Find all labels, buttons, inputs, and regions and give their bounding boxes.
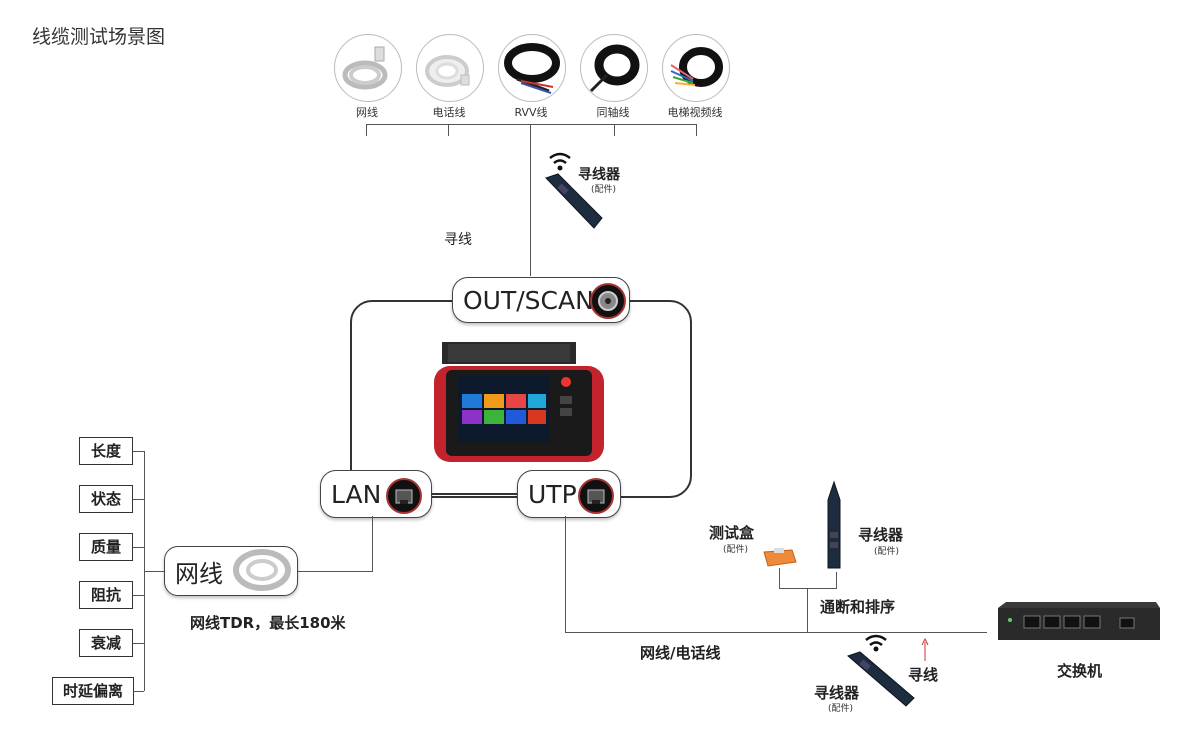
- tracer-icon: [847, 634, 915, 707]
- tdr-item-delay-skew: 时延偏离: [52, 677, 134, 705]
- cable-label-network: 网线: [356, 106, 378, 119]
- tdr-tick: [133, 547, 144, 548]
- lan-to-cable-line: [296, 571, 373, 572]
- cable-label-phone: 电话线: [432, 106, 466, 119]
- bracket-tick: [614, 124, 615, 136]
- tdr-tick: [133, 643, 144, 644]
- tracer-icon: [545, 152, 603, 229]
- continuity-bracket: [807, 588, 808, 632]
- test-box-icon: [763, 548, 797, 567]
- bracket-tick: [696, 124, 697, 136]
- rj45-port-icon: [386, 478, 422, 514]
- bottom-tracer-name: 寻线器: [814, 684, 860, 702]
- rj45-port-icon: [578, 478, 614, 514]
- cable-icon-elevator: [662, 34, 730, 102]
- test-box-name: 测试盒: [709, 524, 755, 542]
- utp-down-line: [565, 516, 566, 632]
- cable-bracket: [366, 124, 696, 125]
- cable-icon-coax: [580, 34, 648, 102]
- continuity-label: 通断和排序: [820, 598, 896, 616]
- tdr-caption: 网线TDR，最长180米: [190, 614, 346, 632]
- diagram-title: 线缆测试场景图: [32, 26, 166, 48]
- tdr-item-quality: 质量: [79, 533, 133, 561]
- tdr-tick: [133, 451, 144, 452]
- right-tracer-note: (配件): [874, 547, 900, 557]
- lan-down-line: [372, 516, 373, 572]
- cable-icon-rvv: [498, 34, 566, 102]
- tracer-icon: [827, 480, 841, 569]
- continuity-bracket: [779, 588, 837, 589]
- search-label-top: 寻线: [444, 232, 472, 248]
- tdr-item-status: 状态: [79, 485, 133, 513]
- tdr-tick: [133, 499, 144, 500]
- tdr-item-attenuation: 衰减: [79, 629, 133, 657]
- arrow-up-icon: [921, 638, 929, 661]
- search-line-vertical: [530, 124, 531, 276]
- cable-coil-icon: [233, 549, 291, 591]
- out-scan-label: OUT/SCAN: [463, 285, 594, 315]
- search-label-bottom: 寻线: [908, 666, 939, 684]
- utp-label: UTP: [528, 479, 577, 509]
- bracket-tick: [366, 124, 367, 136]
- cable-label-elevator: 电梯视频线: [667, 106, 723, 119]
- cable-label-rvv: RVV线: [514, 106, 548, 119]
- utp-to-switch-line: [565, 632, 987, 633]
- right-tracer-name: 寻线器: [858, 526, 904, 544]
- continuity-bracket: [779, 568, 780, 588]
- tdr-tick: [133, 595, 144, 596]
- network-cable-label: 网线: [175, 559, 223, 588]
- switch-icon: [998, 602, 1160, 640]
- top-tracer-note: (配件): [591, 185, 617, 195]
- tester-device: [434, 342, 604, 462]
- switch-label: 交换机: [1057, 662, 1103, 680]
- line-label: 网线/电话线: [640, 644, 721, 662]
- bracket-tick: [448, 124, 449, 136]
- tdr-to-cable-link: [144, 571, 164, 572]
- tdr-tick: [133, 691, 144, 692]
- top-tracer-name: 寻线器: [578, 167, 620, 183]
- continuity-bracket: [836, 572, 837, 588]
- cable-icon-network: [334, 34, 402, 102]
- cable-icon-phone: [416, 34, 484, 102]
- lan-utp-link: [431, 493, 517, 495]
- bottom-tracer-note: (配件): [828, 704, 854, 714]
- cable-label-coax: 同轴线: [596, 106, 630, 119]
- test-box-note: (配件): [723, 545, 749, 555]
- lan-label: LAN: [331, 479, 382, 509]
- tdr-item-impedance: 阻抗: [79, 581, 133, 609]
- tdr-item-length: 长度: [79, 437, 133, 465]
- bnc-connector-icon: [590, 283, 626, 319]
